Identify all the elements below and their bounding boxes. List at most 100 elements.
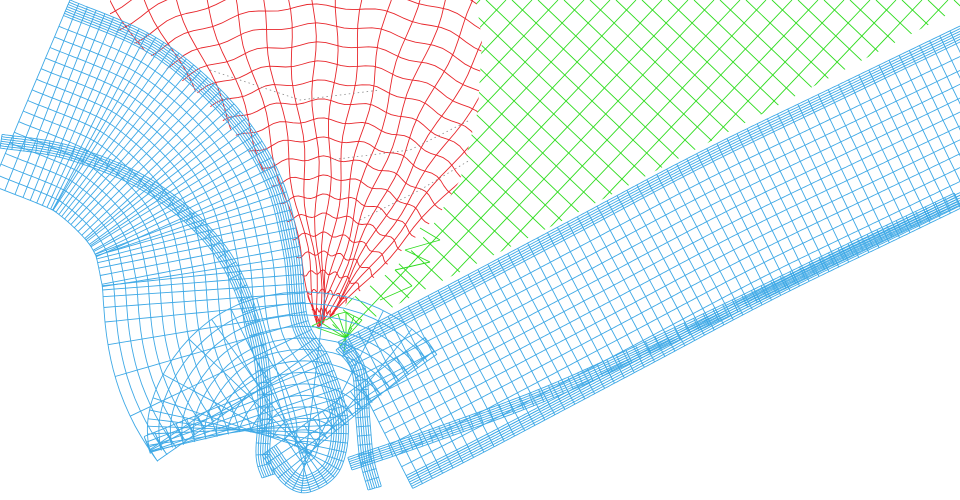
green-diag-b-66 (550, 0, 960, 330)
left-band-rib-18 (73, 83, 215, 229)
left-band-rib-14 (61, 58, 187, 217)
red-ray-14 (322, 0, 375, 328)
green-diag-b-67 (576, 0, 960, 330)
right-band-rib-44 (777, 113, 850, 263)
right-skirt-band-rib-60 (934, 202, 942, 215)
left-band-rib-65 (211, 319, 328, 484)
green-diag-a-45 (330, 0, 856, 330)
left-edge-band-rib-9 (104, 159, 111, 173)
red-ray-5 (110, 0, 318, 328)
left-band-rib-63 (162, 374, 341, 471)
green-diag-b-33 (0, 0, 168, 500)
well-inner-band-rib-1 (342, 346, 353, 357)
green-diag-b-58 (342, 0, 819, 330)
fan-rim (311, 311, 363, 327)
right-skirt-band-rib-61 (944, 197, 951, 210)
left-edge-band-rib-31 (255, 369, 270, 372)
green-diag-a-55 (589, 0, 960, 330)
right-skirt-band-rib-50 (837, 248, 845, 261)
left-band-rib-53 (148, 378, 338, 448)
left-edge-band-rib-13 (147, 181, 156, 194)
right-skirt-band-rib-5 (398, 440, 404, 454)
red-ray-15 (321, 0, 405, 328)
right-skirt-band-rib-47 (808, 262, 816, 275)
left-band-rib-19 (77, 89, 222, 232)
left-band-rib-11 (52, 42, 165, 211)
fan-edge-3 (337, 313, 347, 339)
right-skirt-band-rib-3 (377, 447, 383, 460)
left-band-rib-66 (230, 307, 320, 489)
red-ray-16 (318, 0, 438, 328)
green-diag-a-46 (355, 0, 882, 330)
well-inner-band-rib-3 (351, 367, 366, 373)
right-skirt-band-rib-59 (924, 206, 932, 219)
green-diag-a-28 (330, 0, 414, 330)
fan-edge-6 (345, 319, 363, 339)
green-diag-a-65 (849, 0, 960, 330)
right-band-rib-27 (606, 200, 686, 347)
green-diag-a-39 (330, 0, 700, 330)
left-band-rib-29 (94, 165, 276, 255)
green-diag-b-53 (330, 0, 689, 330)
right-band-rib-19 (527, 242, 605, 389)
green-diag-a-66 (875, 0, 960, 330)
well-inner-band-rib-11 (358, 443, 372, 446)
left-band-rib-26 (90, 140, 263, 248)
left-band-rib-64 (188, 338, 335, 478)
right-skirt-band-rib-53 (866, 234, 874, 247)
right-band-rib-60 (939, 35, 960, 79)
left-band-rib-33 (95, 200, 290, 257)
red-arc-153 (189, 174, 430, 247)
green-diag-b-57 (330, 0, 793, 330)
right-band-rib-46 (797, 104, 870, 253)
left-edge-band-rib-22 (223, 261, 237, 270)
left-band-rib-13 (58, 52, 180, 215)
left-edge-band-rib-18 (193, 220, 205, 232)
right-band-line-3 (341, 33, 960, 349)
left-edge-band-rib-17 (185, 212, 196, 223)
right-skirt-band-rib-26 (606, 359, 613, 372)
green-diag-b-59 (368, 0, 845, 330)
green-diag-a-14 (0, 0, 49, 500)
left-band-rib-20 (81, 96, 229, 236)
right-band-rib-28 (616, 195, 695, 341)
red-ray-13 (320, 0, 346, 328)
right-skirt-band-rib-31 (654, 336, 662, 349)
green-diag-a-63 (797, 0, 960, 330)
left-edge-band-rib-37 (256, 442, 271, 445)
right-band-rib-38 (716, 143, 791, 291)
left-edge-band-rib-16 (176, 204, 186, 216)
left-band-rib-22 (85, 110, 241, 241)
green-diag-b-71 (680, 0, 960, 330)
right-skirt-band-rib-11 (458, 419, 464, 432)
right-band-rib-61 (949, 30, 960, 54)
right-band-rib-25 (586, 211, 666, 357)
well-inner-band-rib-16 (367, 485, 382, 491)
left-edge-band-rib-33 (257, 393, 272, 396)
left-band-rib-42 (103, 283, 304, 298)
left-band-rib-69 (292, 310, 384, 491)
right-skirt-band-rib-9 (438, 426, 444, 439)
left-band-rib-73 (267, 350, 435, 464)
left-band-rib-27 (92, 148, 268, 251)
right-band-rib-11 (447, 285, 526, 431)
right-band-rib-26 (596, 205, 676, 352)
right-band-rib-20 (537, 237, 615, 384)
right-band-line-7 (350, 56, 960, 367)
left-edge-band-rib-32 (256, 381, 271, 384)
right-band-rib-45 (787, 108, 860, 258)
left-edge-band-rib-0 (0, 134, 3, 149)
right-band-line-11 (372, 111, 960, 412)
right-skirt-band-rib-38 (722, 304, 729, 317)
right-band-rib-12 (457, 279, 536, 426)
right-skirt-band-rib-17 (518, 397, 525, 410)
left-band-rib-32 (95, 191, 287, 257)
well-inner-band-rib-13 (360, 460, 375, 464)
red-ray-17 (316, 0, 471, 328)
right-band-rib-18 (517, 248, 596, 394)
well-inner-band-rib-14 (362, 468, 377, 473)
right-skirt-band-rib-12 (468, 415, 474, 429)
right-skirt-band-rib-19 (538, 389, 545, 402)
